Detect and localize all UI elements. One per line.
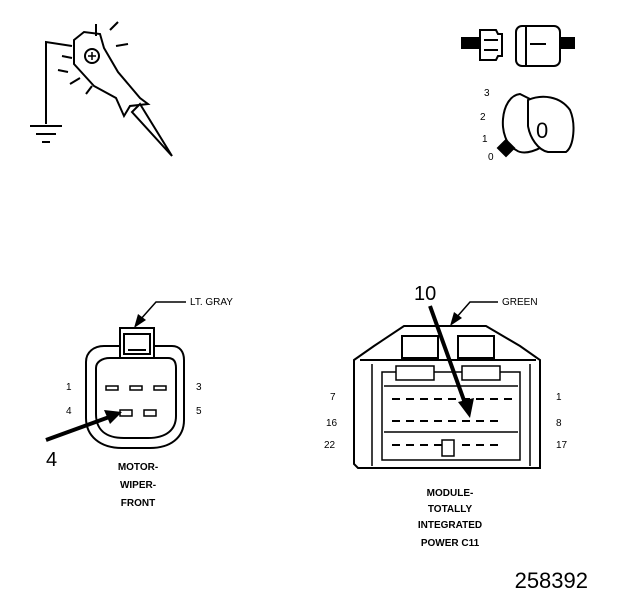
module-name-line-1: MODULE- xyxy=(427,488,474,499)
motor-pin-4: 4 xyxy=(66,406,72,417)
module-name-line-4: POWER C11 xyxy=(421,538,480,549)
module-color-label: GREEN xyxy=(502,297,538,308)
motor-connector xyxy=(85,327,185,449)
motor-color-leader-arrow xyxy=(134,314,146,328)
module-pin-row-2 xyxy=(392,420,498,422)
ground-probe-icon xyxy=(30,21,173,157)
motor-color-label: LT. GRAY xyxy=(190,297,233,308)
motor-pin-1: 1 xyxy=(66,382,72,393)
module-pin-16: 16 xyxy=(326,418,338,429)
module-pin-row-3 xyxy=(392,444,498,446)
fuse-icon xyxy=(461,25,575,67)
figure-number: 258392 xyxy=(515,568,588,593)
module-callout-arrowhead xyxy=(458,398,474,418)
module-callout-number: 10 xyxy=(414,283,436,305)
module-name-line-2: TOTALLY xyxy=(428,504,473,515)
motor-callout-arrow xyxy=(45,414,113,442)
key-position-1: 1 xyxy=(482,134,488,145)
motor-callout-number: 4 xyxy=(46,449,57,471)
module-color-leader-arrow xyxy=(450,312,462,326)
motor-name-line-2: WIPER- xyxy=(120,480,156,491)
module-callout-arrow xyxy=(428,305,468,407)
key-position-0: 0 xyxy=(488,152,494,163)
module-color-leader xyxy=(455,301,498,319)
motor-callout-arrowhead xyxy=(104,410,122,424)
module-pin-1: 1 xyxy=(556,392,562,403)
motor-pin-3: 3 xyxy=(196,382,202,393)
key-position-2: 2 xyxy=(480,112,486,123)
ignition-key-icon xyxy=(496,92,575,158)
motor-color-leader xyxy=(139,301,186,321)
key-current-position: 0 xyxy=(536,118,548,143)
module-pin-17: 17 xyxy=(556,440,568,451)
key-position-3: 3 xyxy=(484,88,490,99)
module-pin-7: 7 xyxy=(330,392,336,403)
module-name-line-3: INTEGRATED xyxy=(418,520,482,531)
motor-name-line-1: MOTOR- xyxy=(118,462,158,473)
motor-name-line-3: FRONT xyxy=(121,498,155,509)
module-connector xyxy=(353,325,541,469)
module-pin-8: 8 xyxy=(556,418,562,429)
module-pin-row-1 xyxy=(392,398,512,400)
motor-pin-5: 5 xyxy=(196,406,202,417)
module-pin-22: 22 xyxy=(324,440,336,451)
